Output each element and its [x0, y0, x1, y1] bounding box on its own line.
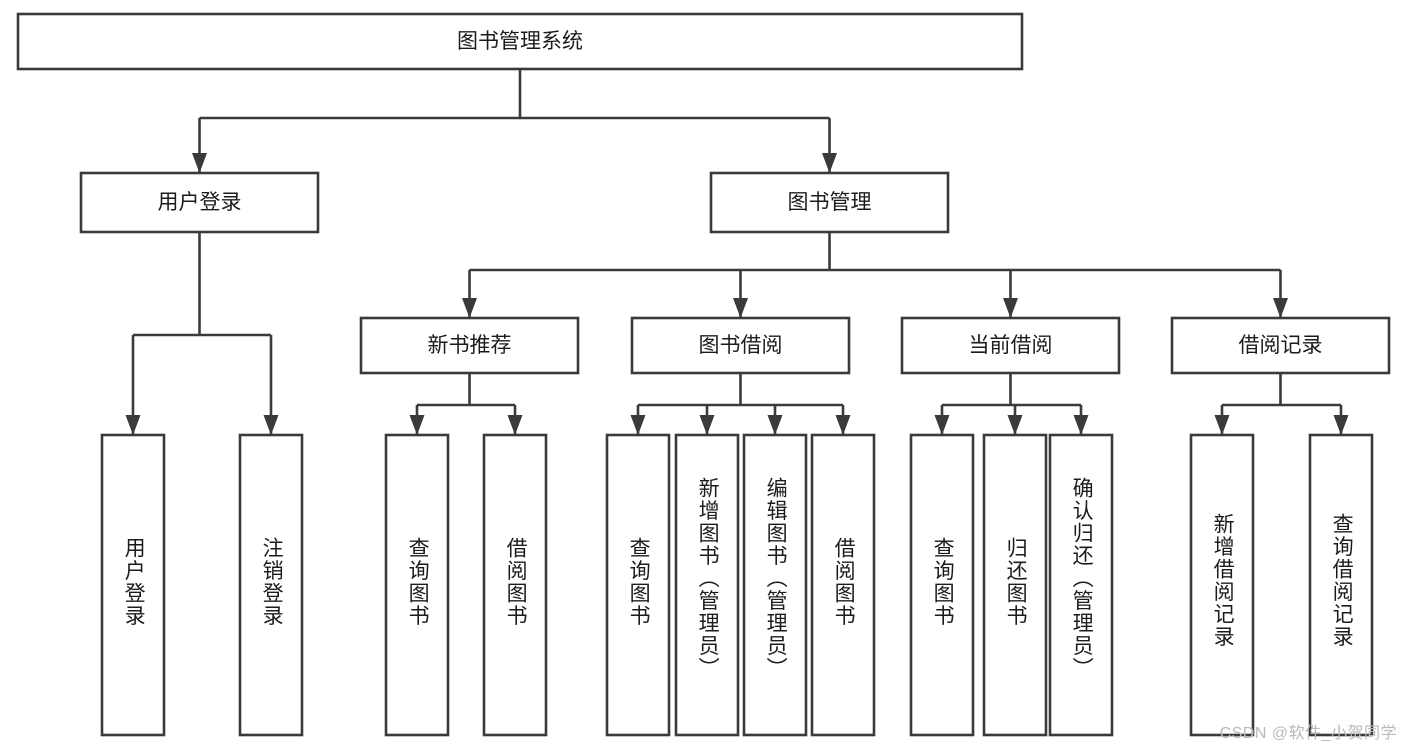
node-label-book-borrow: 图书借阅 [699, 334, 783, 357]
node-box-leaf-user-login[interactable] [100, 433, 166, 737]
node-box-leaf-query-book-2[interactable] [605, 433, 671, 737]
node-box-leaf-query-record[interactable] [1308, 433, 1374, 737]
node-box-user-login[interactable] [79, 171, 320, 234]
node-box-book-manage[interactable] [709, 171, 950, 234]
node-box-book-borrow[interactable] [630, 316, 851, 375]
node-label-user-login: 用户登录 [158, 191, 242, 214]
boxes-layer [16, 12, 1391, 737]
csdn-watermark: CSDN @软件_小贺同学 [1219, 725, 1397, 742]
node-box-root[interactable] [16, 12, 1024, 71]
node-box-leaf-borrow-book-2[interactable] [810, 433, 876, 737]
node-label-borrow-record: 借阅记录 [1239, 334, 1323, 357]
node-box-current-borrow[interactable] [900, 316, 1121, 375]
node-box-leaf-confirm-return[interactable] [1048, 433, 1114, 737]
node-box-leaf-logout[interactable] [238, 433, 304, 737]
node-box-leaf-query-book-1[interactable] [384, 433, 450, 737]
node-box-leaf-return-book[interactable] [982, 433, 1048, 737]
node-box-leaf-add-record[interactable] [1189, 433, 1255, 737]
node-box-leaf-edit-book[interactable] [742, 433, 808, 737]
node-box-leaf-add-book[interactable] [674, 433, 740, 737]
node-label-book-manage: 图书管理 [788, 191, 872, 214]
node-box-leaf-borrow-book-1[interactable] [482, 433, 548, 737]
node-label-root: 图书管理系统 [457, 30, 583, 53]
node-label-new-book-recommend: 新书推荐 [428, 334, 512, 357]
connectors-layer [125, 69, 1349, 435]
node-box-new-book-recommend[interactable] [359, 316, 580, 375]
node-box-borrow-record[interactable] [1170, 316, 1391, 375]
node-box-leaf-query-book-3[interactable] [909, 433, 975, 737]
node-label-current-borrow: 当前借阅 [969, 334, 1053, 357]
